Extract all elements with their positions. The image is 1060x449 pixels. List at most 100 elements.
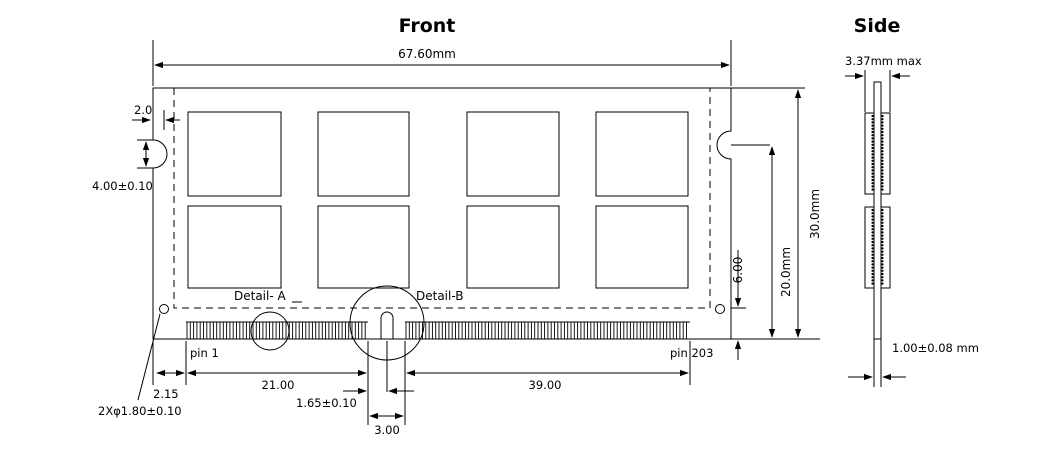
side-solder-ball <box>871 127 874 130</box>
keep-out-outline <box>173 88 711 309</box>
side-solder-ball <box>871 224 874 228</box>
dimension-pitch-215-label: 2.15 <box>153 387 179 401</box>
side-solder-ball <box>871 175 874 178</box>
side-chip-back-bottom <box>880 206 891 289</box>
memory-chips <box>187 111 689 289</box>
chip-4 <box>595 111 689 197</box>
side-solder-ball <box>871 218 874 221</box>
side-solder-ball <box>871 260 874 263</box>
side-chip-front-top <box>864 112 875 195</box>
side-solder-ball <box>871 250 874 253</box>
side-solder-ball <box>871 208 874 212</box>
chip-1 <box>187 111 282 197</box>
side-solder-ball <box>871 185 874 188</box>
side-solder-ball <box>871 276 874 279</box>
side-solder-ball <box>881 185 884 188</box>
side-solder-ball <box>871 253 874 256</box>
side-solder-ball <box>881 172 884 175</box>
chip-2 <box>317 111 410 197</box>
dimension-right-span-label: 39.00 <box>529 378 562 392</box>
side-solder-ball <box>881 114 884 118</box>
side-solder-ball <box>881 221 884 224</box>
side-solder-ball <box>881 166 884 169</box>
side-view-title: Side <box>854 15 901 37</box>
detail-a-label: Detail- A <box>234 289 286 303</box>
side-solder-ball <box>881 212 884 215</box>
side-solder-ball <box>871 178 874 182</box>
side-solder-ball <box>871 182 874 185</box>
side-solder-ball <box>871 150 874 153</box>
side-solder-ball <box>881 130 884 134</box>
side-solder-ball <box>881 182 884 185</box>
dimension-overall-width-label: 67.60mm <box>398 47 456 61</box>
side-solder-ball <box>881 150 884 153</box>
dimension-height-30-label: 30.0mm <box>808 189 822 239</box>
side-solder-ball <box>871 169 874 172</box>
side-solder-ball <box>881 127 884 130</box>
side-solder-ball <box>881 162 884 166</box>
side-solder-ball <box>881 146 884 150</box>
side-solder-ball <box>881 234 884 237</box>
side-solder-ball <box>871 159 874 162</box>
dimension-side-pcb-label: 1.00±0.08 mm <box>892 341 979 355</box>
chip-5 <box>187 205 282 289</box>
side-solder-ball <box>881 244 884 247</box>
side-solder-ball <box>881 215 884 218</box>
side-solder-ball <box>871 237 874 240</box>
side-solder-ball <box>871 146 874 150</box>
side-solder-ball <box>871 134 874 137</box>
side-solder-ball <box>881 228 884 231</box>
side-solder-ball <box>871 269 874 272</box>
dimension-height-20-label: 20.0mm <box>779 247 793 297</box>
side-solder-ball <box>881 159 884 162</box>
side-solder-ball <box>881 143 884 146</box>
side-solder-ball <box>881 156 884 159</box>
side-solder-balls <box>871 114 884 285</box>
side-solder-ball <box>871 240 874 244</box>
pin-203-label: pin 203 <box>670 346 713 360</box>
side-solder-ball <box>871 221 874 224</box>
side-solder-ball <box>871 266 874 269</box>
side-solder-ball <box>871 166 874 169</box>
side-solder-ball <box>871 153 874 156</box>
side-solder-ball <box>881 134 884 137</box>
hole-diameter-label: 2Xφ1.80±0.10 <box>98 404 182 418</box>
side-solder-ball <box>871 140 874 143</box>
side-solder-ball <box>871 263 874 266</box>
dimension-edge-offset-label: 2.0 <box>134 103 152 117</box>
side-chip-back-top <box>880 112 891 195</box>
chip-6 <box>317 205 410 289</box>
side-solder-ball <box>871 162 874 166</box>
side-solder-ball <box>881 178 884 182</box>
side-solder-ball <box>871 215 874 218</box>
dimension-left-span-label: 21.00 <box>262 378 295 392</box>
side-solder-ball <box>881 188 884 191</box>
side-solder-ball <box>881 260 884 263</box>
front-view-title: Front <box>399 15 456 37</box>
dimension-keep-out-label: 6.00 <box>731 257 745 284</box>
side-solder-ball <box>881 153 884 156</box>
hole-leader-line <box>137 313 161 401</box>
side-solder-ball <box>881 140 884 143</box>
dimension-notch-height-label: 4.00±0.10 <box>92 179 153 193</box>
side-solder-ball <box>871 282 874 285</box>
dimension-key-gap-label: 3.00 <box>374 423 400 437</box>
chip-8 <box>595 205 689 289</box>
side-solder-ball <box>881 272 884 276</box>
side-solder-ball <box>871 247 874 250</box>
chip-3 <box>466 111 560 197</box>
side-solder-ball <box>881 282 884 285</box>
side-solder-ball <box>881 237 884 240</box>
side-solder-ball <box>871 118 874 121</box>
detail-a-circle <box>250 311 290 351</box>
dimension-key-width-label: 1.65±0.10 <box>296 396 357 410</box>
side-solder-ball <box>871 172 874 175</box>
connector-key-notch <box>380 311 394 339</box>
side-solder-ball <box>871 188 874 191</box>
dimension-side-max-label: 3.37mm max <box>845 54 922 68</box>
side-solder-ball <box>881 118 884 121</box>
side-solder-ball <box>881 240 884 244</box>
side-solder-ball <box>871 279 874 282</box>
side-solder-ball <box>881 269 884 272</box>
